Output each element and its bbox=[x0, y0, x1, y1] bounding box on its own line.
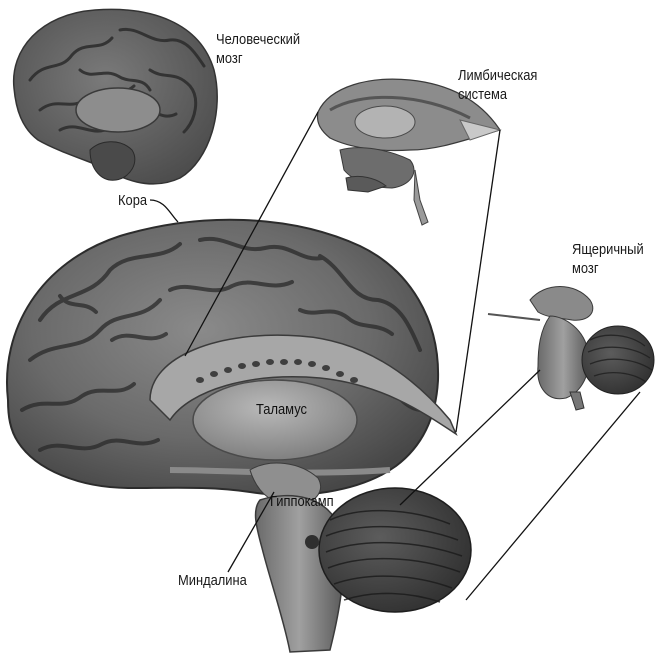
line-reptile-bottom bbox=[465, 391, 641, 601]
limbic-system-model bbox=[316, 78, 502, 226]
leader-cortex bbox=[149, 199, 179, 223]
line-reptile-top bbox=[399, 369, 541, 506]
label-human-brain: Человеческий мозг bbox=[216, 31, 301, 67]
label-cortex: Кора bbox=[118, 192, 148, 209]
label-hippocampus: Гиппокамп bbox=[270, 493, 334, 510]
leader-amygdala bbox=[227, 491, 275, 573]
label-reptile-brain: Ящеричный мозг bbox=[572, 241, 644, 277]
label-amygdala: Миндалина bbox=[178, 572, 247, 589]
human-brain-small bbox=[12, 8, 218, 185]
connector-lines bbox=[149, 111, 641, 601]
label-limbic-system: Лимбическая система bbox=[458, 67, 538, 103]
human-brain-sagittal bbox=[6, 218, 472, 653]
line-limbic-right bbox=[455, 129, 501, 433]
line-limbic-left bbox=[184, 111, 319, 357]
reptile-brain-model bbox=[487, 286, 655, 411]
label-thalamus: Таламус bbox=[256, 401, 307, 418]
